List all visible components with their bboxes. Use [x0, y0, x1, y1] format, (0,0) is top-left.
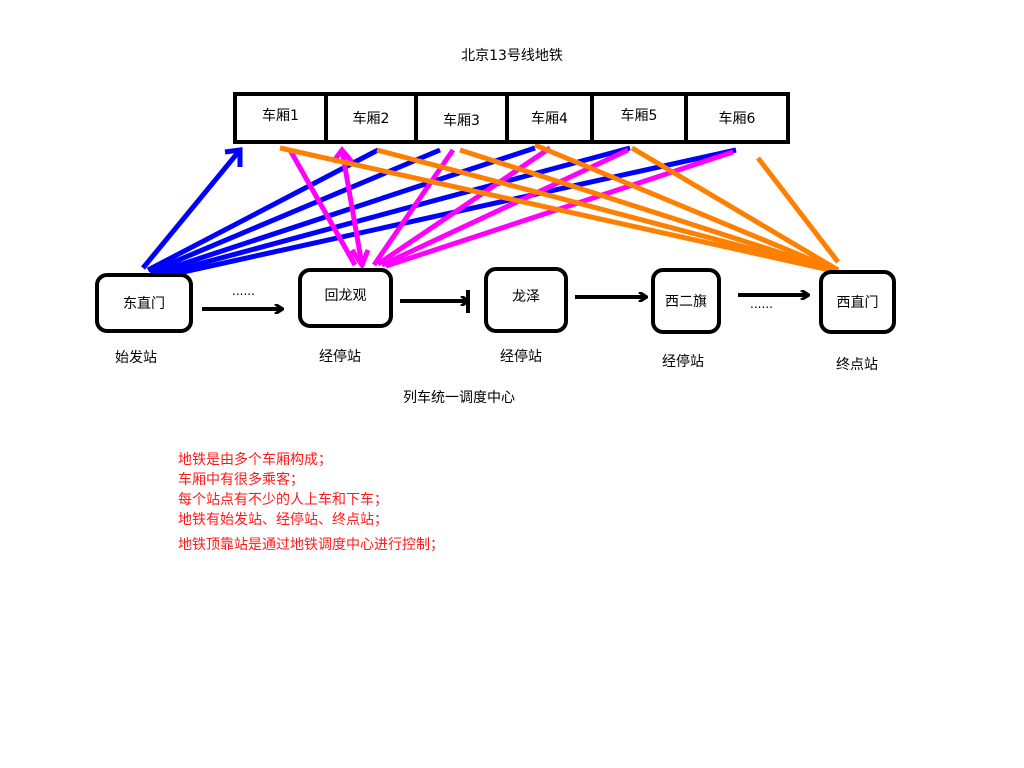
- arrowhead-stop-down: [349, 248, 371, 271]
- link-end-car1: [279, 145, 831, 273]
- note-item: 地铁有始发站、经停站、终点站；: [178, 512, 388, 528]
- station-type-stop-1: 经停站: [319, 349, 361, 365]
- car-label: 车厢6: [718, 111, 756, 127]
- link-end-car4: [534, 142, 837, 273]
- link-stop-car6: [385, 149, 734, 269]
- notes-list: 地铁是由多个车厢构成； 车厢中有很多乘客； 每个站点有不少的人上车和下车； 地铁…: [178, 450, 444, 555]
- car-2: 车厢2: [324, 92, 418, 144]
- arrowhead-stop-car2: [331, 145, 354, 164]
- ellipsis-2: ......: [750, 297, 773, 311]
- link-end-car3: [459, 147, 835, 273]
- link-stop-car5: [380, 147, 630, 268]
- car-6: 车厢6: [684, 92, 790, 144]
- link-stop-car2: [339, 149, 365, 266]
- ellipsis-1: ......: [232, 284, 255, 298]
- arrowhead-car1: [224, 147, 243, 167]
- car-label: 车厢2: [352, 111, 390, 127]
- station-type-stop-2: 经停站: [500, 349, 542, 365]
- car-4: 车厢4: [505, 92, 594, 144]
- car-label: 车厢4: [531, 111, 568, 127]
- car-1: 车厢1: [233, 92, 328, 144]
- start-station-links: [141, 145, 737, 281]
- station-type-start: 始发站: [115, 350, 157, 366]
- stop-station-links: [287, 145, 734, 271]
- link-stop-car1: [287, 148, 358, 267]
- link-end-car6: [756, 156, 840, 264]
- station-type-end: 终点站: [836, 357, 878, 373]
- diagram-title: 北京13号线地铁: [461, 48, 563, 64]
- link-start-car2: [146, 147, 380, 273]
- station-name: 西直门: [836, 295, 879, 311]
- note-item: 地铁是由多个车厢构成；: [178, 452, 332, 468]
- note-item: 车厢中有很多乘客；: [178, 472, 304, 488]
- station-type-stop-3: 经停站: [662, 354, 704, 370]
- link-start-car4: [151, 145, 536, 277]
- station-dongzhimen: 东直门: [95, 273, 193, 333]
- station-longze: 龙泽: [484, 267, 568, 333]
- link-start-car5: [153, 145, 631, 279]
- link-stop-car4: [376, 145, 552, 267]
- station-name: 回龙观: [324, 288, 367, 304]
- station-name: 龙泽: [512, 289, 540, 305]
- end-station-links: [279, 142, 840, 273]
- car-label: 车厢3: [443, 113, 480, 129]
- station-xizhimen: 西直门: [819, 270, 896, 334]
- link-start-car6: [155, 147, 737, 281]
- link-end-car5: [630, 145, 840, 273]
- car-label: 车厢1: [262, 108, 299, 124]
- car-label: 车厢5: [620, 108, 658, 124]
- car-5: 车厢5: [590, 92, 688, 144]
- station-name: 西二旗: [665, 294, 707, 310]
- station-huilongguan: 回龙观: [298, 268, 393, 328]
- note-item: 每个站点有不少的人上车和下车；: [178, 492, 388, 508]
- car-3: 车厢3: [414, 92, 509, 144]
- note-item: 地铁顶靠站是通过地铁调度中心进行控制；: [178, 537, 444, 553]
- station-xierqi: 西二旗: [651, 268, 721, 334]
- station-name: 东直门: [123, 296, 165, 312]
- link-end-car2: [376, 147, 833, 273]
- link-start-car3: [149, 147, 441, 275]
- dispatch-center-label: 列车统一调度中心: [403, 390, 515, 406]
- link-stop-car3: [371, 148, 456, 267]
- link-start-car1: [141, 148, 242, 270]
